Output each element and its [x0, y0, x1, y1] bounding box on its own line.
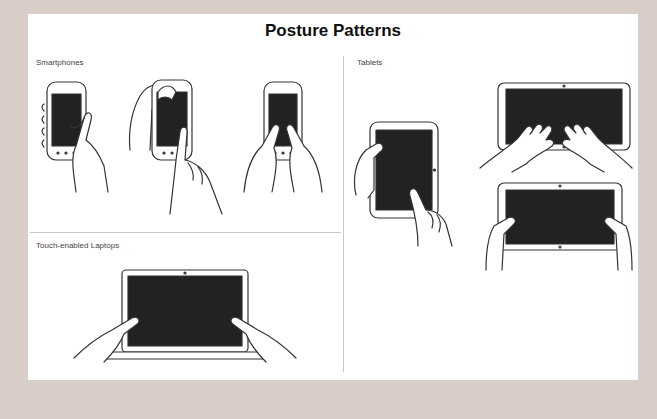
tablet-two-thumbs-part [605, 217, 632, 270]
divider-part [30, 232, 341, 233]
tablet-hold-and-point-part [370, 122, 438, 218]
phone-one-hand [42, 82, 108, 192]
phone-hold-and-point-part [163, 152, 165, 154]
laptop-two-thumbs-part [74, 317, 139, 362]
tablet-two-thumbs-part [486, 217, 515, 270]
tablet-hold-and-point [354, 122, 452, 246]
phone-two-thumbs-part [282, 152, 284, 154]
laptop-two-thumbs [74, 270, 296, 362]
phone-two-thumbs [244, 82, 322, 192]
section-label: Touch-enabled Laptops [36, 241, 119, 250]
phone-one-hand-part [57, 152, 59, 154]
phone-two-thumbs-part [287, 125, 322, 192]
divider-part [343, 56, 344, 372]
tablet-hold-and-point-part [354, 143, 383, 198]
tablet-typing-part [562, 124, 632, 172]
divider [30, 56, 344, 372]
phone-one-hand-part [52, 94, 81, 146]
tablet-hold-and-point-part [410, 189, 452, 246]
laptop-two-thumbs-part [128, 276, 242, 346]
phone-hold-and-point-part [170, 127, 222, 214]
tablet-hold-and-point-part [434, 169, 436, 171]
tablet-typing-part [480, 124, 554, 172]
laptop-two-thumbs-part [122, 270, 248, 352]
tablet-two-thumbs-part [559, 246, 561, 248]
phone-two-thumbs-part [244, 125, 279, 192]
tablet-typing [480, 83, 632, 172]
laptop-two-thumbs-part [184, 272, 186, 274]
phone-one-hand-part [42, 104, 44, 147]
phone-hold-and-point-part [171, 152, 173, 154]
phone-one-hand-part [65, 152, 67, 154]
section-label: Smartphones [36, 58, 84, 67]
laptop-two-thumbs-part [98, 352, 272, 359]
tablet-typing-part [563, 85, 565, 87]
phone-one-hand-part [70, 118, 84, 128]
tablet-two-thumbs [486, 183, 632, 270]
phone-hold-and-point-part [158, 86, 176, 100]
phone-hold-and-point [129, 80, 222, 214]
tablet-hold-and-point-part [428, 212, 440, 232]
phone-one-hand-part [73, 113, 108, 192]
tablet-two-thumbs-part [506, 190, 614, 244]
section-label: Tablets [357, 58, 382, 67]
card [28, 14, 638, 380]
tablet-two-thumbs-part [559, 185, 561, 187]
phone-hold-and-point-part [188, 163, 202, 184]
page-title: Posture Patterns [265, 21, 401, 41]
tablet-hold-and-point-part [376, 130, 432, 210]
laptop-two-thumbs-part [231, 317, 296, 362]
tablet-two-thumbs-part [498, 183, 622, 250]
